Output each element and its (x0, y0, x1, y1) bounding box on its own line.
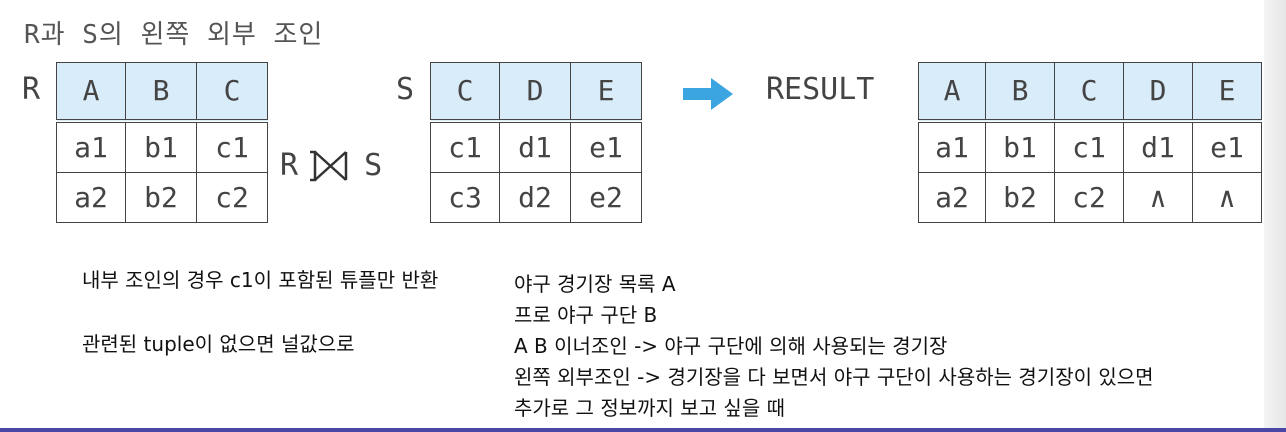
header-cell: A (918, 62, 986, 122)
table-cell: a2 (56, 172, 126, 223)
table-header-row: A B C D E (918, 62, 1262, 122)
header-cell: E (570, 62, 642, 122)
table-cell: c3 (430, 172, 500, 223)
relation-r-table: A B C a1 b1 c1 a2 b2 c2 (56, 62, 268, 223)
table-cell: b1 (985, 119, 1055, 173)
table-cell: d1 (499, 119, 571, 173)
header-cell: C (430, 62, 500, 122)
result-table: A B C D E a1 b1 c1 d1 e1 a2 b2 c2 ∧ ∧ (918, 62, 1262, 223)
table-cell: e1 (1192, 119, 1262, 173)
note-inner-join: 내부 조인의 경우 c1이 포함된 튜플만 반환 (82, 268, 439, 292)
note-additional-info: 추가로 그 정보까지 보고 싶을 때 (514, 396, 785, 420)
table-cell: e1 (570, 119, 642, 173)
join-left-operand: R (280, 148, 299, 183)
header-cell: E (1192, 62, 1262, 122)
header-cell: B (125, 62, 197, 122)
table-cell: a1 (56, 119, 126, 173)
header-cell: D (499, 62, 571, 122)
table-cell: a1 (918, 119, 986, 173)
table-cell: d1 (1123, 119, 1193, 173)
note-stadium-list: 야구 경기장 목록 A (514, 272, 676, 296)
result-label: RESULT (766, 72, 875, 107)
table-cell: c1 (196, 119, 268, 173)
header-cell: D (1123, 62, 1193, 122)
relation-s-label: S (396, 72, 415, 107)
right-edge-strip (1264, 0, 1286, 428)
header-cell: C (196, 62, 268, 122)
note-inner-join-example: A B 이너조인 -> 야구 구단에 의해 사용되는 경기장 (514, 334, 948, 358)
table-row: a1 b1 c1 d1 e1 (918, 119, 1262, 173)
null-cell: ∧ (1123, 172, 1193, 223)
table-cell: c1 (430, 119, 500, 173)
table-row: a2 b2 c2 (56, 172, 268, 223)
table-cell: b1 (125, 119, 197, 173)
table-cell: e2 (570, 172, 642, 223)
join-expression: R S (280, 148, 382, 183)
left-outer-join-icon (310, 150, 348, 181)
table-cell: a2 (918, 172, 986, 223)
header-cell: B (985, 62, 1055, 122)
table-cell: c2 (1054, 172, 1124, 223)
table-row: a1 b1 c1 (56, 119, 268, 173)
table-row: a2 b2 c2 ∧ ∧ (918, 172, 1262, 223)
table-cell: d2 (499, 172, 571, 223)
table-row: c1 d1 e1 (430, 119, 642, 173)
bottom-accent-bar (0, 428, 1286, 432)
diagram-title: R과 S의 왼쪽 외부 조인 (24, 20, 324, 50)
table-cell: b2 (985, 172, 1055, 223)
header-cell: A (56, 62, 126, 122)
right-arrow-icon (683, 78, 733, 110)
table-header-row: A B C (56, 62, 268, 122)
table-cell: c2 (196, 172, 268, 223)
table-cell: c1 (1054, 119, 1124, 173)
header-cell: C (1054, 62, 1124, 122)
join-right-operand: S (364, 148, 383, 183)
note-baseball-teams: 프로 야구 구단 B (514, 303, 658, 327)
table-row: c3 d2 e2 (430, 172, 642, 223)
note-left-outer-join-example: 왼쪽 외부조인 -> 경기장을 다 보면서 야구 구단이 사용하는 경기장이 있… (514, 365, 1154, 389)
relation-r-label: R (22, 72, 41, 107)
table-cell: b2 (125, 172, 197, 223)
note-null-values: 관련된 tuple이 없으면 널값으로 (82, 332, 355, 356)
table-header-row: C D E (430, 62, 642, 122)
null-cell: ∧ (1192, 172, 1262, 223)
relation-s-table: C D E c1 d1 e1 c3 d2 e2 (430, 62, 642, 223)
